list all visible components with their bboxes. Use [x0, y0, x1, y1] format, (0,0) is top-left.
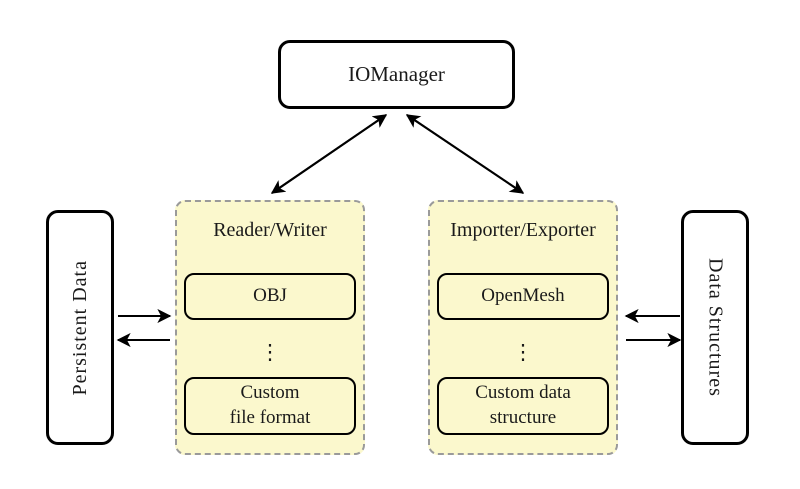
- custom-data-structure-box: Custom data structure: [437, 377, 609, 435]
- vertical-ellipsis-icon: ⋮: [259, 340, 281, 364]
- vertical-ellipsis-icon: ⋮: [512, 340, 534, 364]
- openmesh-box: OpenMesh: [437, 273, 609, 320]
- persistent-data-label: Persistent Data: [68, 259, 91, 396]
- custom-data-structure-line1: Custom data: [475, 382, 571, 404]
- importer-exporter-group: Importer/Exporter OpenMesh ⋮ Custom data…: [428, 200, 618, 455]
- iomanager-node: IOManager: [278, 40, 515, 109]
- data-structures-node: Data Structures: [681, 210, 749, 445]
- openmesh-label: OpenMesh: [481, 285, 565, 307]
- custom-file-format-line1: Custom: [240, 382, 300, 404]
- reader-writer-title: Reader/Writer: [213, 219, 327, 241]
- custom-data-structure-line2: structure: [489, 407, 557, 428]
- reader-writer-group: Reader/Writer OBJ ⋮ Custom file format: [175, 200, 365, 455]
- importer-exporter-title: Importer/Exporter: [450, 219, 596, 241]
- custom-file-format-box: Custom file format: [184, 377, 356, 435]
- obj-box: OBJ: [184, 273, 356, 320]
- data-structures-label: Data Structures: [704, 258, 727, 397]
- iomanager-label: IOManager: [348, 62, 445, 86]
- persistent-data-node: Persistent Data: [46, 210, 114, 445]
- custom-file-format-line2: file format: [229, 407, 311, 428]
- obj-label: OBJ: [253, 285, 287, 307]
- arrow-iomanager-importer-exporter: [405, 114, 525, 194]
- arrow-iomanager-reader-writer: [270, 114, 388, 194]
